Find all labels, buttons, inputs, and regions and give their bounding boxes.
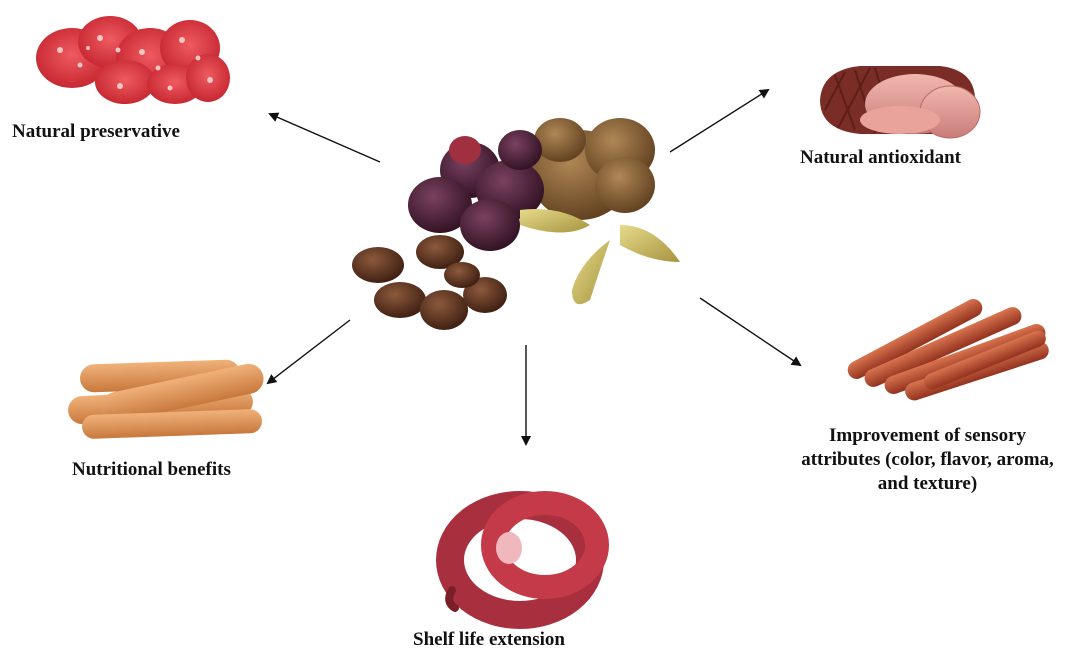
arrow-to-preservative xyxy=(270,114,380,162)
ring-sausage-image xyxy=(449,503,597,615)
label-shelf-life-extension: Shelf life extension xyxy=(413,628,565,652)
ham-image xyxy=(820,66,980,138)
label-natural-preservative: Natural preservative xyxy=(12,120,180,144)
frankfurters-image xyxy=(67,359,266,439)
arrow-to-antioxidant xyxy=(670,90,768,152)
sausages-image xyxy=(845,296,1052,403)
label-sensory-improvement: Improvement of sensory attributes (color… xyxy=(790,424,1065,496)
label-nutritional-benefits: Nutritional benefits xyxy=(72,458,231,482)
grape-pomace-image xyxy=(352,118,680,330)
salami-slices-image xyxy=(36,16,230,104)
label-natural-antioxidant: Natural antioxidant xyxy=(800,146,961,170)
arrow-to-sensory xyxy=(700,298,800,365)
arrow-to-nutritional xyxy=(268,320,350,383)
